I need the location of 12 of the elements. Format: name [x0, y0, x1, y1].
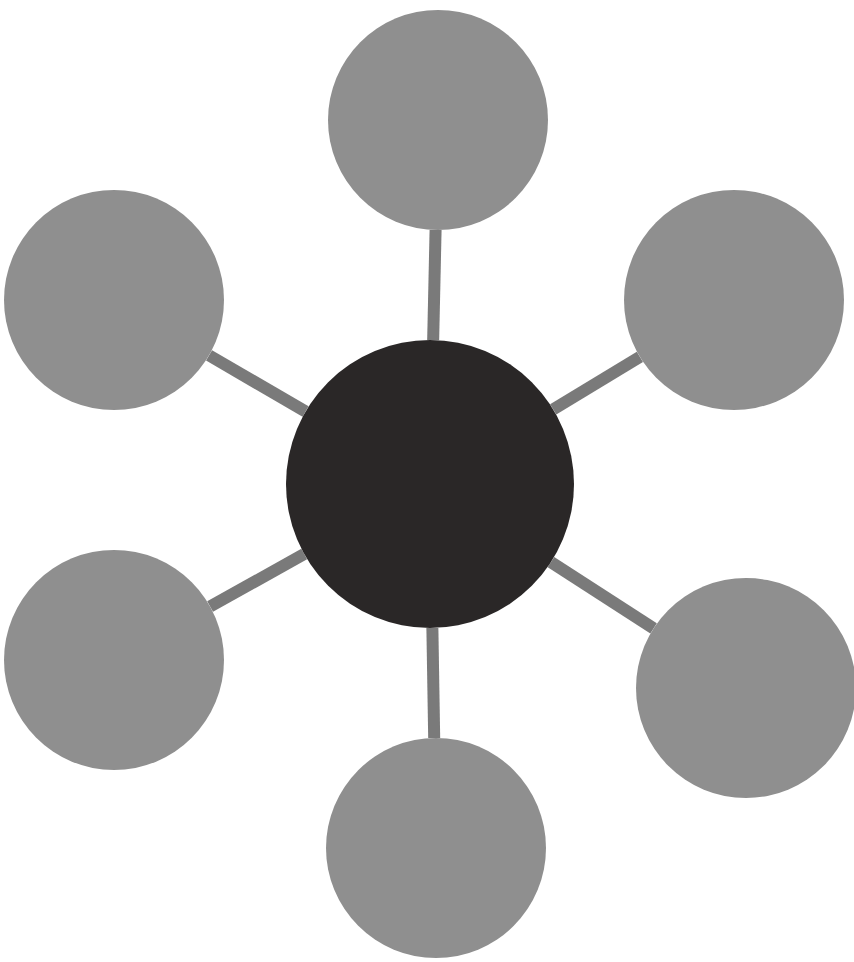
connector-line	[426, 627, 441, 739]
circle-node	[4, 550, 224, 770]
circle-node	[326, 738, 546, 958]
hub-circle	[286, 340, 574, 628]
connector-line	[207, 548, 308, 612]
circle-node	[624, 190, 844, 410]
connector-line	[547, 557, 657, 634]
connector-line	[427, 229, 442, 341]
connector-line	[206, 350, 309, 417]
circle-node	[4, 190, 224, 410]
connector-line	[550, 351, 643, 415]
circle-node	[328, 10, 548, 230]
